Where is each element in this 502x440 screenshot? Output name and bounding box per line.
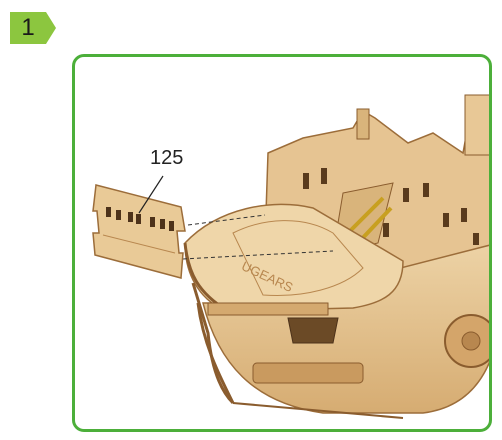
part-125: [93, 185, 185, 278]
assembly-illustration: UGEARS: [75, 57, 492, 432]
part-number-label: 125: [150, 147, 183, 170]
step-badge: 1: [10, 12, 54, 44]
step-number: 1: [10, 12, 46, 44]
illustration-frame: UGEARS: [72, 54, 492, 432]
